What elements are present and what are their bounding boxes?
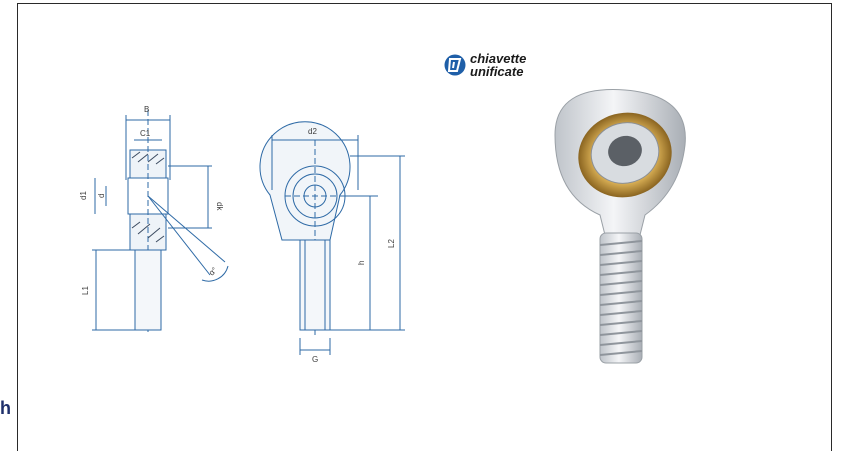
front-view: [259, 121, 351, 335]
dim-L2: L2: [387, 239, 396, 248]
dim-B: B: [144, 105, 149, 114]
dim-L1: L1: [81, 286, 90, 295]
dim-C1: C1: [140, 129, 151, 138]
dim-h: h: [357, 261, 366, 265]
dim-dk: dk: [215, 202, 224, 211]
brand-logo-icon: [444, 54, 466, 76]
technical-drawing: B C1 d1 d dk L1 α° d2 h L2 G: [79, 105, 405, 364]
brand-name-line2: unificate: [470, 64, 524, 79]
content-frame: [17, 3, 832, 451]
brand-name-line1: chiavette: [470, 51, 527, 66]
side-view: [127, 110, 229, 335]
rod-end-product-image: [554, 89, 686, 364]
brand-name: chiavette unificate: [470, 52, 526, 78]
dim-d2: d2: [308, 127, 317, 136]
dim-alpha: α°: [207, 266, 219, 278]
dim-d: d: [97, 194, 106, 198]
dim-d1: d1: [79, 191, 88, 200]
dim-G: G: [312, 355, 318, 364]
brand-logo: chiavette unificate: [444, 52, 526, 78]
clipped-edge-text: h: [0, 398, 11, 418]
